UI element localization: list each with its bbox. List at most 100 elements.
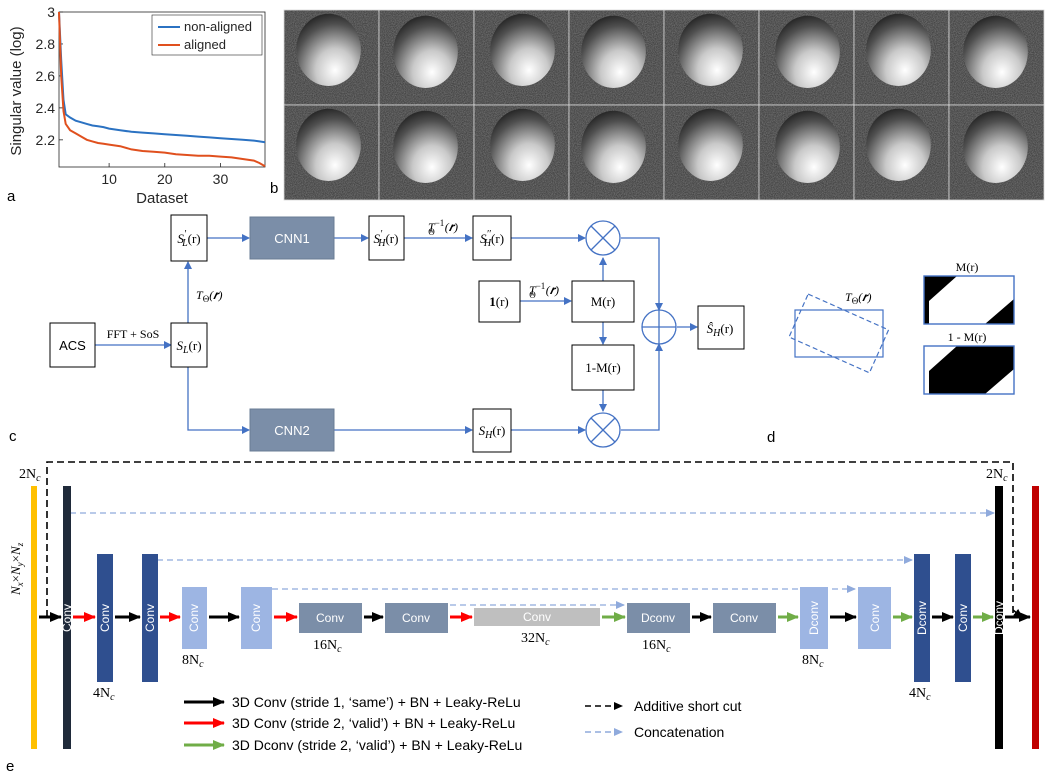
sum-operator — [641, 309, 677, 345]
output-bar — [1032, 486, 1039, 749]
sh-dprime-label: S′′H(r) — [480, 229, 504, 249]
acs-label: ACS — [59, 338, 86, 353]
conv-layer-9 — [858, 587, 891, 649]
rotated-region-box — [788, 293, 890, 374]
mask-m-title: M(r) — [956, 260, 979, 274]
panel-label-b: b — [270, 180, 278, 197]
label-conv-10: Conv — [956, 604, 970, 632]
y-tick-label: 2.6 — [36, 68, 56, 84]
series-line-aligned — [58, 11, 266, 168]
y-tick-label: 2.4 — [36, 100, 56, 116]
cnn1-box — [249, 216, 335, 260]
reconstruction-flowchart: ACS FFT + SoS SL(r) TΘ(𝒓) S′L(r) CNN1 S′… — [49, 214, 745, 453]
panel-label-e: e — [6, 758, 14, 775]
mask-one-minus-m-image — [923, 345, 1015, 395]
x-tick-label: 30 — [213, 171, 229, 187]
original-region-box — [794, 309, 884, 358]
m-label: M(r) — [591, 294, 616, 309]
mri-slice-grid — [283, 9, 1045, 201]
input-dimension-label: Nx×Ny×Nz — [8, 542, 25, 596]
dconv-layer-4 — [995, 486, 1003, 749]
sh-prime-label: S′H(r) — [374, 229, 399, 249]
mri-tile — [948, 9, 1045, 106]
t-theta-label-d: TΘ(𝒓) — [845, 290, 871, 306]
multiply-operator-top — [585, 220, 621, 256]
x-axis-label: Dataset — [136, 190, 189, 207]
dconv-layer-2 — [800, 587, 828, 649]
m-box — [571, 280, 635, 323]
sh-dprime-box — [472, 215, 512, 261]
legend-box — [151, 14, 263, 56]
x-tick-label: 10 — [101, 171, 117, 187]
t-theta-label-left: TΘ(𝒓) — [196, 288, 222, 304]
block-labels: Conv Conv Conv Conv Conv Conv Conv Conv … — [60, 601, 1006, 635]
mri-tile — [378, 104, 475, 201]
y-tick-label: 3 — [47, 4, 55, 20]
conv-layer-2 — [97, 554, 113, 682]
label-dconv-2: Dconv — [807, 601, 821, 635]
mask-m-image — [923, 275, 1015, 325]
mri-tile — [283, 9, 380, 106]
panel-label-c: c — [9, 428, 17, 445]
flow-connections — [95, 234, 698, 434]
one-r-label: 1(r) — [489, 294, 509, 309]
unet-legend: 3D Conv (stride 1, ‘same’) + BN + Leaky-… — [184, 694, 741, 753]
unet-architecture: Conv Conv Conv Conv Conv Conv Conv Conv … — [8, 461, 1039, 753]
panel-label-d: d — [767, 429, 775, 446]
panel-label-a: a — [7, 188, 16, 205]
mri-tile — [853, 9, 950, 106]
legend-aligned: aligned — [184, 37, 226, 52]
mask-one-minus-m-title: 1 - M(r) — [948, 330, 987, 344]
legend-green-text: 3D Dconv (stride 2, ‘valid’) + BN + Leak… — [232, 737, 522, 753]
label-conv-6: Conv — [316, 611, 344, 625]
mri-tile — [568, 9, 665, 106]
x-tick-group: 10 20 30 — [101, 163, 228, 187]
fft-sos-label: FFT + SoS — [107, 327, 160, 341]
one-minus-m-box — [571, 344, 635, 391]
y-tick-label: 2.8 — [36, 36, 56, 52]
output-box — [697, 305, 745, 350]
acs-box — [49, 322, 96, 368]
channel-label-8nc-left: 8Nc — [182, 653, 204, 670]
sl-box — [170, 322, 208, 368]
output-label: ŜH(r) — [707, 321, 734, 339]
mri-tile — [378, 9, 475, 106]
label-conv-7: Conv — [402, 611, 430, 625]
label-conv-8: Conv — [730, 611, 758, 625]
one-minus-m-label: 1-M(r) — [585, 360, 620, 375]
legend-non-aligned: non-aligned — [184, 19, 252, 34]
conv-layer-5 — [241, 587, 272, 649]
arrow-sl-to-cnn2 — [187, 367, 250, 434]
sh-label: SH(r) — [479, 423, 506, 441]
cnn1-label: CNN1 — [274, 231, 309, 246]
sl-label: SL(r) — [176, 338, 201, 356]
mri-tile — [663, 104, 760, 201]
channel-label-4nc-left: 4Nc — [93, 686, 115, 703]
conv-layer-4 — [182, 587, 207, 649]
mri-tile — [568, 104, 665, 201]
sh-prime-box — [368, 215, 405, 261]
label-conv-1: Conv — [60, 604, 74, 632]
x-tick-label: 20 — [157, 171, 173, 187]
multiply-operator-bottom — [585, 412, 621, 448]
mri-tile — [758, 104, 855, 201]
chart-legend: non-aligned aligned — [151, 14, 263, 56]
series-group — [58, 11, 266, 168]
mri-tile — [948, 104, 1045, 201]
conv-layer-8 — [713, 603, 776, 633]
label-dconv-3: Dconv — [915, 601, 929, 635]
mri-tiles — [283, 9, 1045, 201]
bottleneck-layer — [474, 608, 600, 626]
series-line-non-aligned — [58, 11, 266, 144]
sh-box — [472, 408, 512, 453]
channel-label-32nc: 32Nc — [521, 631, 550, 648]
conv-layer-1 — [63, 486, 71, 749]
channel-label-8nc-right: 8Nc — [802, 653, 824, 670]
legend-concat-text: Concatenation — [634, 724, 724, 740]
mri-tile — [473, 104, 570, 201]
transform-mask-illustration: TΘ(𝒓) M(r) 1 - M(r) — [788, 260, 1015, 395]
cnn2-box — [249, 408, 335, 452]
dconv-layer-1 — [627, 603, 690, 633]
